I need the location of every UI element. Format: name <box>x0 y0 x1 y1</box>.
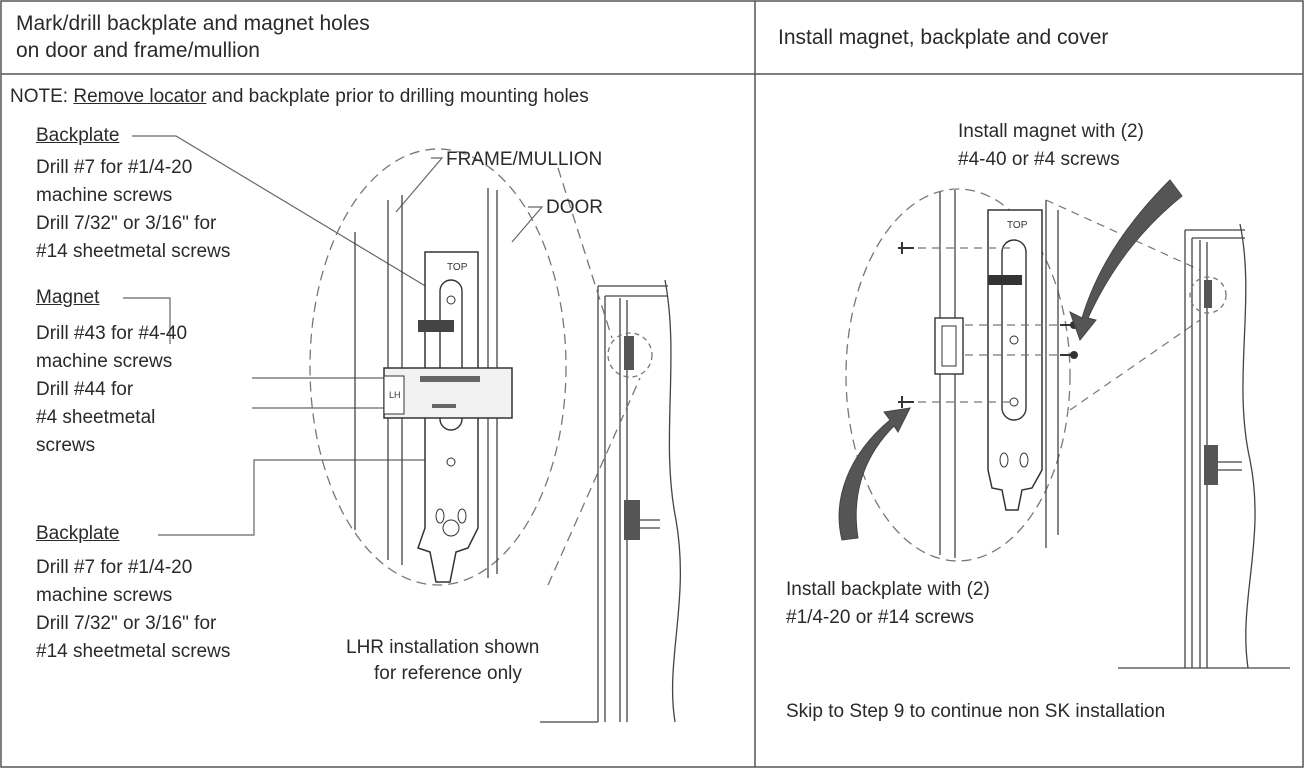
arrow-to-magnet-screws <box>1069 179 1183 342</box>
backplate-bottom-line1: Drill #7 for #1/4-20 <box>36 557 193 578</box>
lhr-note-line1: LHR installation shown <box>346 637 540 658</box>
door-callout: DOOR <box>546 197 603 218</box>
left-header-line2: on door and frame/mullion <box>16 39 260 62</box>
magnet-line3: Drill #44 for <box>36 379 134 400</box>
install-backplate-line1: Install backplate with (2) <box>786 579 990 600</box>
door-elevation-right <box>1118 223 1290 669</box>
magnet-line5: screws <box>36 435 96 456</box>
note-prefix: NOTE: <box>10 86 74 107</box>
skip-note: Skip to Step 9 to continue non SK instal… <box>786 701 1166 722</box>
backplate-bottom-line3: Drill 7/32" or 3/16" for <box>36 613 217 634</box>
lh-label: LH <box>389 390 401 400</box>
backplate-bottom-title: Backplate <box>36 523 120 544</box>
backplate-top-line4: #14 sheetmetal screws <box>36 241 231 262</box>
install-magnet-line2: #4-40 or #4 screws <box>958 149 1120 170</box>
left-header-line1: Mark/drill backplate and magnet holes <box>16 12 370 35</box>
arrow-to-backplate-screws <box>838 407 911 541</box>
backplate-bottom-line4: #14 sheetmetal screws <box>36 641 231 662</box>
note-suffix: and backplate prior to drilling mounting… <box>206 86 589 107</box>
backplate-top-title: Backplate <box>36 125 120 146</box>
right-header: Install magnet, backplate and cover <box>778 26 1109 49</box>
leader-lines <box>123 135 544 536</box>
backplate-top-line3: Drill 7/32" or 3/16" for <box>36 213 217 234</box>
install-magnet-line1: Install magnet with (2) <box>958 121 1144 142</box>
backplate-top-line2: machine screws <box>36 185 173 206</box>
backplate-bottom-line2: machine screws <box>36 585 173 606</box>
magnified-view-right <box>845 188 1201 562</box>
lhr-note-line2: for reference only <box>374 663 522 684</box>
note: NOTE: Remove locator and backplate prior… <box>10 85 589 108</box>
frame-mullion-callout: FRAME/MULLION <box>446 149 603 170</box>
magnet-line2: machine screws <box>36 351 173 372</box>
magnet-line1: Drill #43 for #4-40 <box>36 323 188 344</box>
magnet-line4: #4 sheetmetal <box>36 407 156 428</box>
install-backplate-line2: #1/4-20 or #14 screws <box>786 607 974 628</box>
note-underlined: Remove locator <box>73 86 207 107</box>
magnified-view-left <box>309 148 567 586</box>
magnet-title: Magnet <box>36 287 100 308</box>
top-label-right: TOP <box>1007 220 1028 231</box>
top-label-left: TOP <box>447 262 468 273</box>
door-elevation-left <box>540 167 681 723</box>
backplate-top-line1: Drill #7 for #1/4-20 <box>36 157 193 178</box>
